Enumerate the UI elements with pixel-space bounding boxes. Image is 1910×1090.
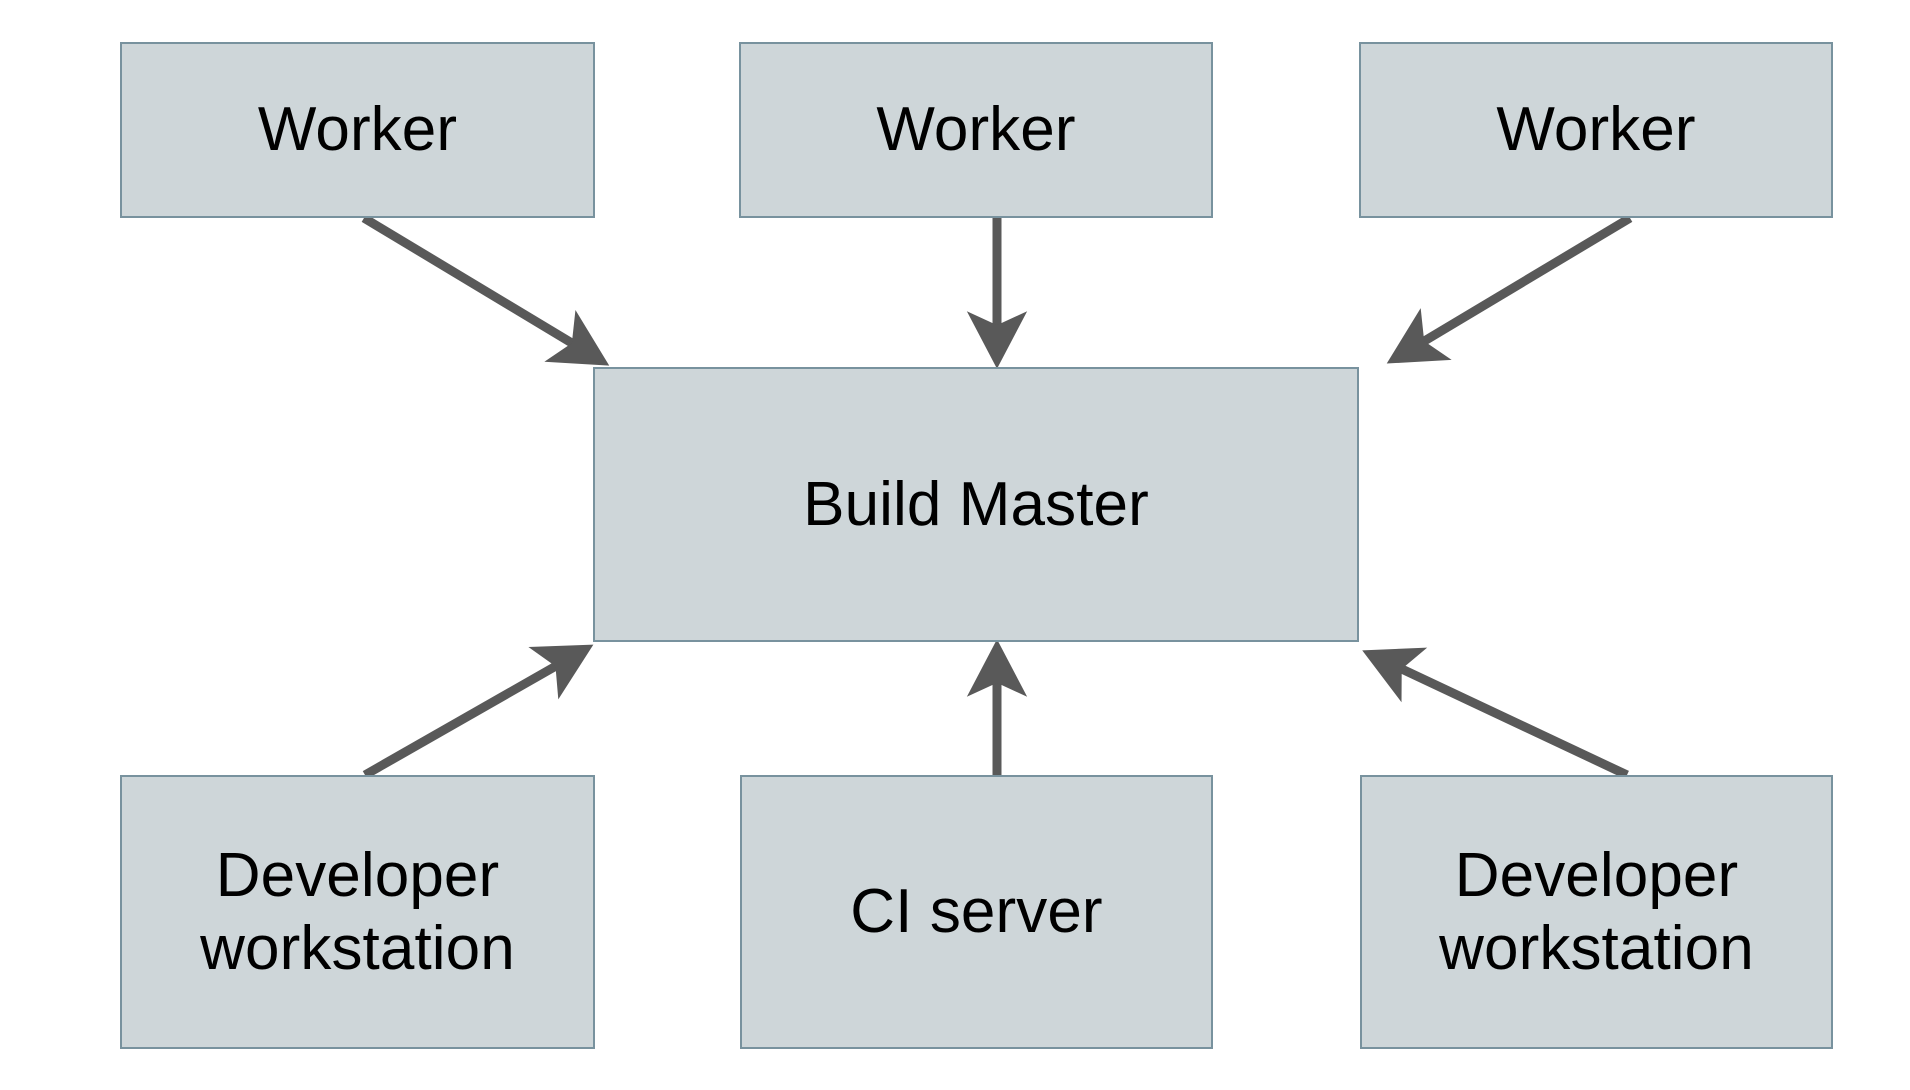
- node-build-master-label: Build Master: [803, 469, 1149, 539]
- edge-dev-right-to-master: [1362, 647, 1629, 780]
- node-worker-1[interactable]: Worker: [120, 42, 595, 218]
- edge-dev-left-to-master: [362, 644, 594, 779]
- edge-worker-3-to-master: [1386, 214, 1633, 364]
- node-ci-server-label: CI server: [850, 877, 1103, 947]
- node-worker-1-label: Worker: [257, 95, 458, 165]
- node-developer-workstation-left[interactable]: Developer workstation: [120, 775, 595, 1049]
- node-worker-2-label: Worker: [876, 95, 1076, 165]
- node-ci-server[interactable]: CI server: [740, 775, 1213, 1049]
- node-worker-2[interactable]: Worker: [739, 42, 1213, 218]
- node-worker-3[interactable]: Worker: [1359, 42, 1833, 218]
- node-build-master[interactable]: Build Master: [593, 367, 1359, 642]
- edge-worker-1-to-master: [361, 214, 610, 366]
- node-developer-workstation-right-label: Developer workstation: [1439, 840, 1754, 983]
- node-developer-workstation-left-label: Developer workstation: [200, 840, 515, 983]
- node-developer-workstation-right[interactable]: Developer workstation: [1360, 775, 1833, 1049]
- node-worker-3-label: Worker: [1496, 95, 1696, 165]
